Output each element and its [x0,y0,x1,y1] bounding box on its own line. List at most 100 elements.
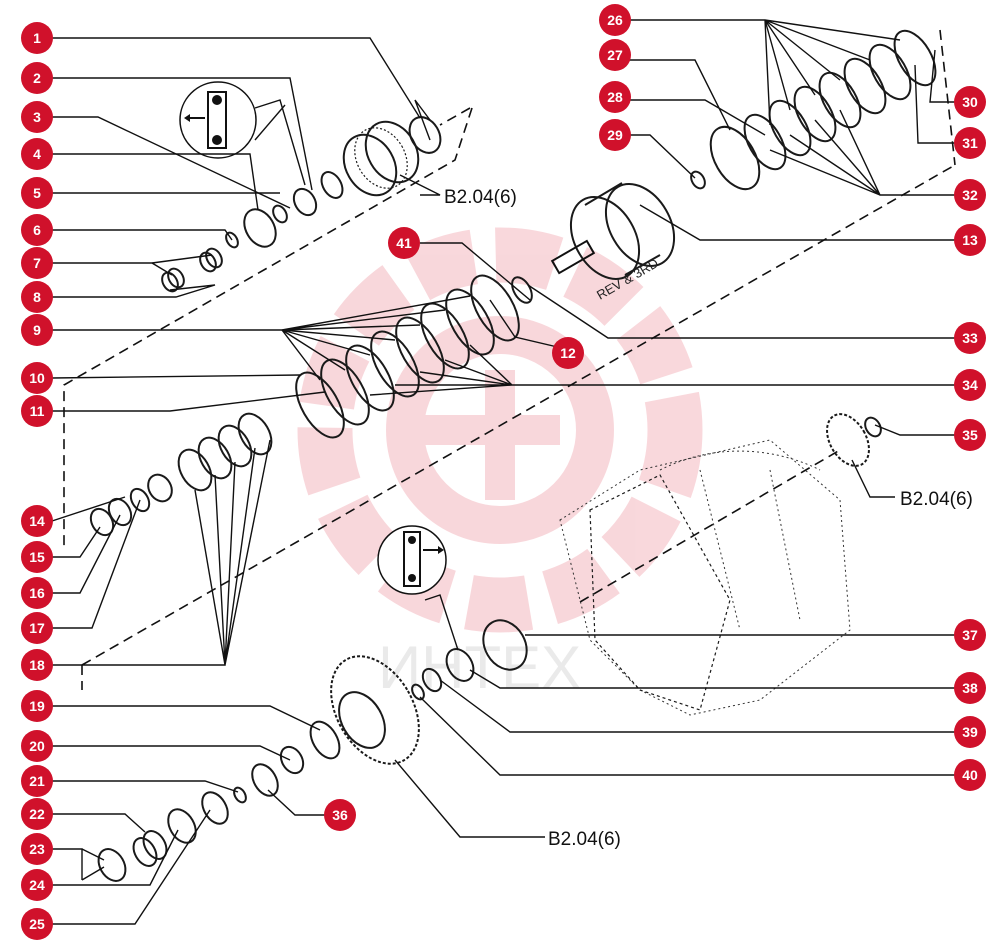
callout-32: 32 [954,179,986,211]
callout-number: 16 [29,585,45,601]
callout-circle [599,119,631,151]
callout-number: 3 [33,109,41,125]
callout-3: 3 [21,101,53,133]
callout-14: 14 [21,505,53,537]
callout-circle [21,22,53,54]
callout-number: 11 [30,403,45,419]
callout-number: 33 [962,330,978,346]
bottom-parts [97,655,425,882]
callout-24: 24 [21,869,53,901]
callout-37: 37 [954,619,986,651]
callout-number: 15 [29,549,45,565]
leader-lines [51,19,955,925]
callout-circle [21,505,53,537]
transmission-housing [559,413,882,716]
callout-number: 23 [29,841,45,857]
callout-number: 7 [33,255,41,271]
callout-2: 2 [21,62,53,94]
callout-circle [954,619,986,651]
callout-circle [21,908,53,940]
callout-circle [21,177,53,209]
callout-circle [954,716,986,748]
callout-circle [21,577,53,609]
callout-number: 39 [962,724,978,740]
callout-number: 6 [33,222,41,238]
callout-circle [21,612,53,644]
callout-number: 18 [29,657,45,673]
callout-circle [21,62,53,94]
callout-13: 13 [954,224,986,256]
callout-circle [21,214,53,246]
callout-5: 5 [21,177,53,209]
callout-circle [599,81,631,113]
callout-39: 39 [954,716,986,748]
callout-circle [954,672,986,704]
callout-1: 1 [21,22,53,54]
reference-label: B2.04(6) [900,489,973,510]
callout-circle [21,649,53,681]
callout-36: 36 [324,799,356,831]
callout-number: 14 [29,513,45,529]
callout-34: 34 [954,369,986,401]
callout-number: 2 [33,70,41,86]
callout-28: 28 [599,81,631,113]
callout-number: 41 [396,235,412,251]
callout-circle [599,4,631,36]
callout-18: 18 [21,649,53,681]
callout-circle [21,869,53,901]
callout-circle [954,86,986,118]
callout-number: 8 [33,289,41,305]
callout-circle [21,314,53,346]
splined-hub [342,120,420,197]
callout-number: 31 [962,135,978,151]
callout-circle [21,101,53,133]
callout-8: 8 [21,281,53,313]
callout-circle [954,759,986,791]
callout-7: 7 [21,247,53,279]
callout-circle [21,730,53,762]
callout-10: 10 [21,362,53,394]
callout-20: 20 [21,730,53,762]
callout-number: 27 [607,47,623,63]
callout-number: 25 [29,916,45,932]
callout-number: 29 [607,127,623,143]
callout-number: 20 [29,738,45,754]
callout-40: 40 [954,759,986,791]
callout-number: 19 [29,698,45,714]
callout-circle [954,179,986,211]
callout-circle [954,224,986,256]
callout-31: 31 [954,127,986,159]
callout-circle [21,765,53,797]
callout-circle [324,799,356,831]
callout-circle [954,322,986,354]
callout-38: 38 [954,672,986,704]
callout-4: 4 [21,138,53,170]
callout-23: 23 [21,833,53,865]
callout-circle [599,39,631,71]
callout-circle [21,541,53,573]
callout-badges: 1234567891011121314151617181920212223242… [21,4,986,940]
callout-circle [954,127,986,159]
callout-circle [388,227,420,259]
callout-33: 33 [954,322,986,354]
callout-number: 4 [33,146,41,162]
callout-35: 35 [954,419,986,451]
callout-circle [954,369,986,401]
callout-number: 28 [607,89,623,105]
callout-27: 27 [599,39,631,71]
callout-number: 1 [33,30,41,46]
callout-circle [21,690,53,722]
right-bearing-parts [377,525,528,693]
callout-number: 9 [33,322,41,338]
bearing-direction-icon [179,81,257,159]
callout-number: 38 [962,680,978,696]
callout-41: 41 [388,227,420,259]
callout-number: 34 [962,377,978,393]
callout-number: 36 [332,807,348,823]
callout-30: 30 [954,86,986,118]
callout-6: 6 [21,214,53,246]
callout-number: 17 [29,620,45,636]
callout-number: 30 [962,94,978,110]
callout-circle [552,337,584,369]
reference-label: B2.04(6) [444,187,517,208]
